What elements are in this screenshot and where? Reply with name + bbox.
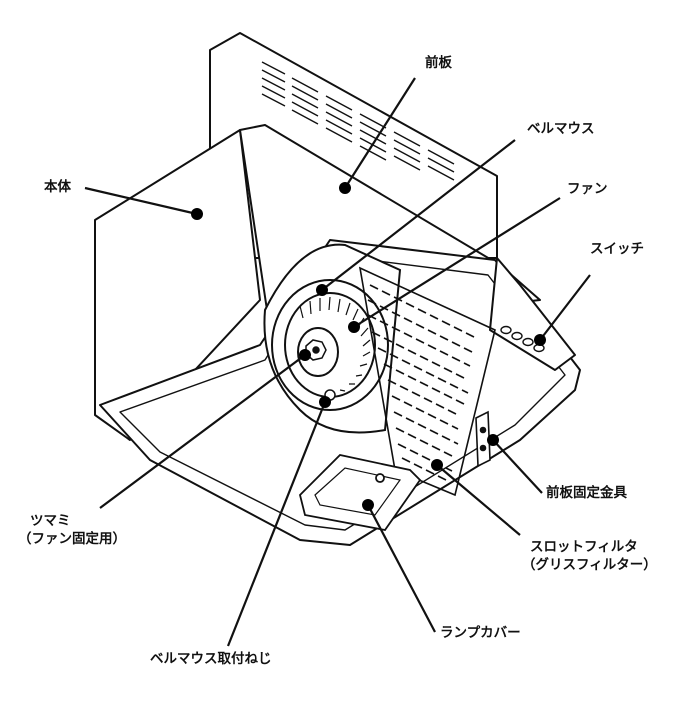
switch-buttons bbox=[500, 325, 545, 353]
label-front-panel-bracket: 前板固定金具 bbox=[546, 485, 627, 501]
slot-filter-grid bbox=[358, 266, 496, 497]
lamp-cover-shape bbox=[299, 454, 422, 531]
bracket-shape bbox=[475, 410, 491, 468]
label-knob-line2: （ファン固定用） bbox=[18, 531, 126, 547]
label-bell-mouth: ベルマウス bbox=[527, 121, 595, 137]
vent-slots bbox=[261, 61, 455, 181]
switch-panel-shape bbox=[489, 257, 576, 371]
leader-lines bbox=[84, 77, 591, 647]
pointer-dots bbox=[191, 182, 546, 511]
label-switch: スイッチ bbox=[590, 241, 644, 257]
label-slot-filter-line2: （グリスフィルター） bbox=[522, 557, 657, 573]
fan-blades bbox=[299, 296, 371, 392]
label-slot-filter: スロットフィルタ （グリスフィルター） bbox=[522, 538, 657, 574]
label-lamp-cover: ランプカバー bbox=[440, 625, 521, 641]
label-bell-mouth-screw: ベルマウス取付ねじ bbox=[150, 651, 272, 667]
label-knob: ツマミ （ファン固定用） bbox=[18, 512, 126, 548]
label-slot-filter-line1: スロットフィルタ bbox=[530, 539, 638, 555]
label-front-panel: 前板 bbox=[425, 55, 452, 71]
label-body: 本体 bbox=[44, 179, 71, 195]
label-fan: ファン bbox=[567, 181, 608, 197]
label-knob-line1: ツマミ bbox=[30, 513, 71, 529]
